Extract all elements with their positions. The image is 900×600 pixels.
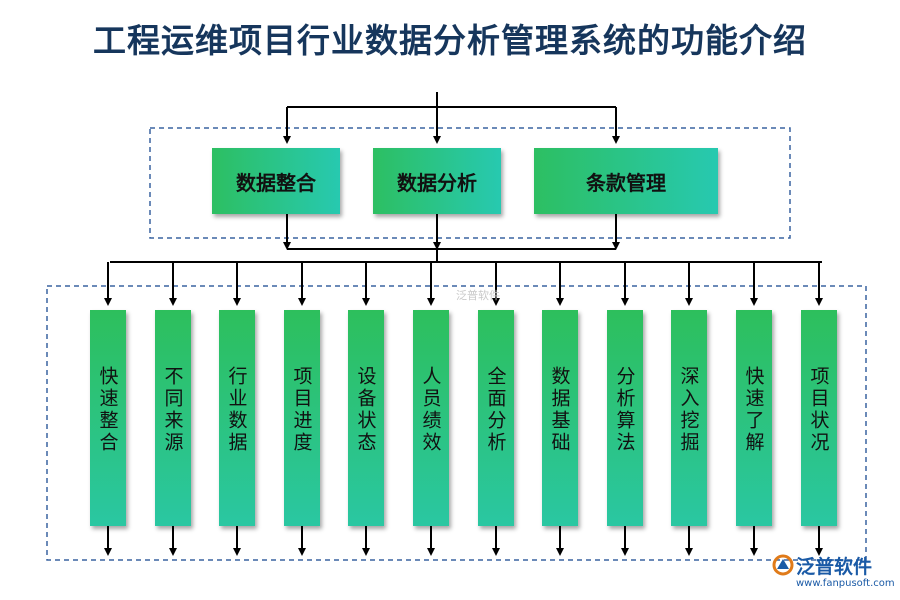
feature-column-label: 行业数据 <box>225 366 248 454</box>
logo-url: www.fanpusoft.com <box>796 578 895 589</box>
feature-column: 设备状态 <box>348 310 384 526</box>
column-output-arrows <box>104 526 823 556</box>
feature-column-label: 人员绩效 <box>419 366 442 454</box>
feature-column-label: 分析算法 <box>613 366 636 454</box>
feature-column: 数据基础 <box>542 310 578 526</box>
top-dashed-frame <box>149 127 791 239</box>
top-feed-connector <box>283 92 620 144</box>
logo-mark-icon <box>772 554 794 576</box>
feature-column-label: 项目状况 <box>807 366 830 454</box>
feature-column: 项目状况 <box>801 310 837 526</box>
feature-column: 全面分析 <box>478 310 514 526</box>
logo-name: 泛普软件 <box>796 556 873 578</box>
feature-column: 人员绩效 <box>413 310 449 526</box>
feature-column: 深入挖掘 <box>671 310 707 526</box>
feature-column-label: 数据基础 <box>548 366 571 454</box>
feature-column: 不同来源 <box>155 310 191 526</box>
feature-column: 快速整合 <box>90 310 126 526</box>
top-box-data-integration: 数据整合 <box>212 148 340 214</box>
feature-column-label: 不同来源 <box>161 366 184 454</box>
feature-column-label: 项目进度 <box>290 366 313 454</box>
feature-column-label: 全面分析 <box>484 366 507 454</box>
feature-column: 分析算法 <box>607 310 643 526</box>
top-box-label: 数据整合 <box>236 170 316 195</box>
feature-column-label: 快速整合 <box>96 366 119 454</box>
feature-column-label: 深入挖掘 <box>677 366 700 454</box>
top-box-label: 数据分析 <box>397 170 477 195</box>
feature-column-label: 设备状态 <box>354 366 377 454</box>
bottom-dashed-frame <box>46 285 867 561</box>
watermark: 泛普软件 <box>456 289 500 302</box>
feature-column: 行业数据 <box>219 310 255 526</box>
middle-connector <box>110 214 822 263</box>
feature-column-label: 快速了解 <box>742 366 765 454</box>
top-box-label: 条款管理 <box>586 170 666 195</box>
top-box-clause-management: 条款管理 <box>534 148 718 214</box>
feature-column: 项目进度 <box>284 310 320 526</box>
page-title: 工程运维项目行业数据分析管理系统的功能介绍 <box>93 21 807 60</box>
brand-logo: 泛普软件 www.fanpusoft.com <box>772 552 896 596</box>
top-box-data-analysis: 数据分析 <box>373 148 501 214</box>
column-feed-arrows <box>104 262 823 306</box>
feature-column: 快速了解 <box>736 310 772 526</box>
